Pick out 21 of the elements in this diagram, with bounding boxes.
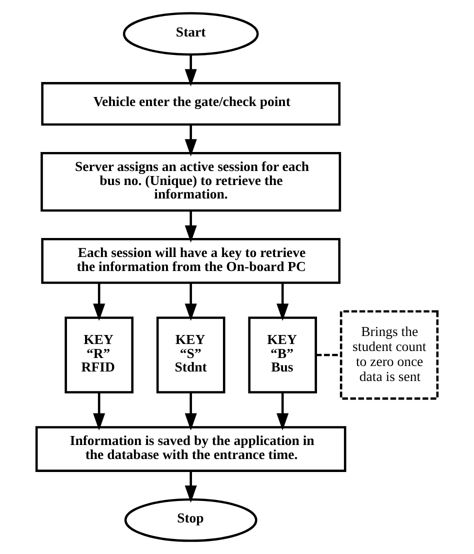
arrow: [184, 210, 197, 243]
node-box: KEY “R” RFID: [64, 316, 134, 394]
arrow: [276, 392, 289, 430]
node-box: Information is saved by the application in the database with the entrance time.: [35, 426, 346, 472]
node-box: KEY “B” Bus: [248, 316, 317, 394]
node-box: Each session will have a key to retrieve the information from the On-board PC: [41, 238, 340, 284]
node-box: KEY “S” Stdnt: [156, 316, 226, 394]
arrow: [184, 392, 197, 430]
arrow: [184, 124, 197, 156]
arrow: [184, 282, 197, 321]
node-box: Vehicle enter the gate/check point: [41, 82, 340, 126]
arrow: [276, 282, 289, 321]
node-ellipse: Stop: [124, 498, 258, 542]
arrow: [184, 471, 197, 503]
node-box: Server assigns an active session for each bus no. (Unique) to retrieve the information.: [40, 152, 342, 212]
node-ellipse: Start: [122, 12, 259, 56]
arrow: [184, 54, 197, 86]
node-box: Brings the student count to zero once data is sent: [340, 310, 439, 400]
arrow: [93, 282, 106, 321]
arrow: [93, 392, 106, 430]
connector: [316, 354, 342, 356]
